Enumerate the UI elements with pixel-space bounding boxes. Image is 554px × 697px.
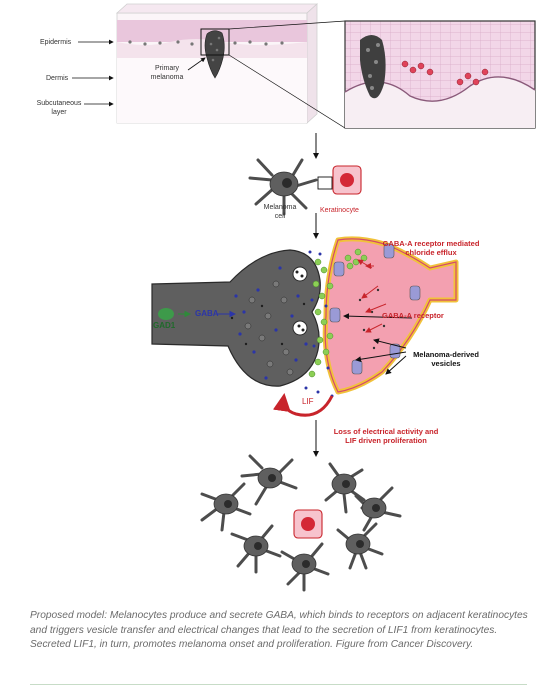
subcutaneous-label: Subcutaneous layer (36, 100, 82, 116)
skin-cross-section (115, 3, 346, 129)
synaptic-cleft (304, 250, 334, 398)
gaba-label: GABA (195, 309, 219, 318)
melanoma-cell (248, 158, 318, 216)
zoom-selection-box (200, 28, 230, 56)
gad1-enzyme-icon (158, 308, 174, 320)
callout-arrows (343, 263, 413, 375)
keratinocyte-cell (332, 165, 362, 195)
primary-melanoma-mass (204, 30, 225, 79)
caption-divider (30, 684, 527, 685)
vesicles-label: Melanoma-derived vesicles (413, 350, 479, 368)
outcome-label: Loss of electrical activity and LIF driv… (333, 427, 439, 445)
dermis-label: Dermis (46, 75, 69, 82)
keratinocyte-label: Keratinocyte (320, 207, 359, 214)
melanoma-cell-label: Melanoma cell (263, 204, 297, 220)
proliferating-melanoma-cells (200, 454, 402, 592)
melanoma-terminal (151, 249, 321, 387)
keratinocyte-center (293, 509, 323, 539)
zoom-panel (344, 20, 536, 129)
receptor-efflux-label: GABA-A receptor mediated chloride efflux (382, 239, 480, 257)
figure-caption: Proposed model: Melanocytes produce and … (30, 610, 528, 650)
primary-melanoma-label: Primary melanoma (150, 65, 184, 81)
lif-feedback-arrow (272, 393, 334, 417)
lif-label: LIF (302, 397, 314, 406)
epidermis-label: Epidermis (40, 39, 72, 46)
keratinocyte-membrane (322, 236, 459, 395)
synapse-zoom-box (317, 176, 333, 190)
gaba-a-receptor-label: GABA-A receptor (382, 311, 444, 320)
gaba-melanoma-model-diagram (72, 3, 536, 592)
gad1-label: GAD1 (153, 321, 176, 330)
skin-layer-pointers (72, 39, 206, 107)
